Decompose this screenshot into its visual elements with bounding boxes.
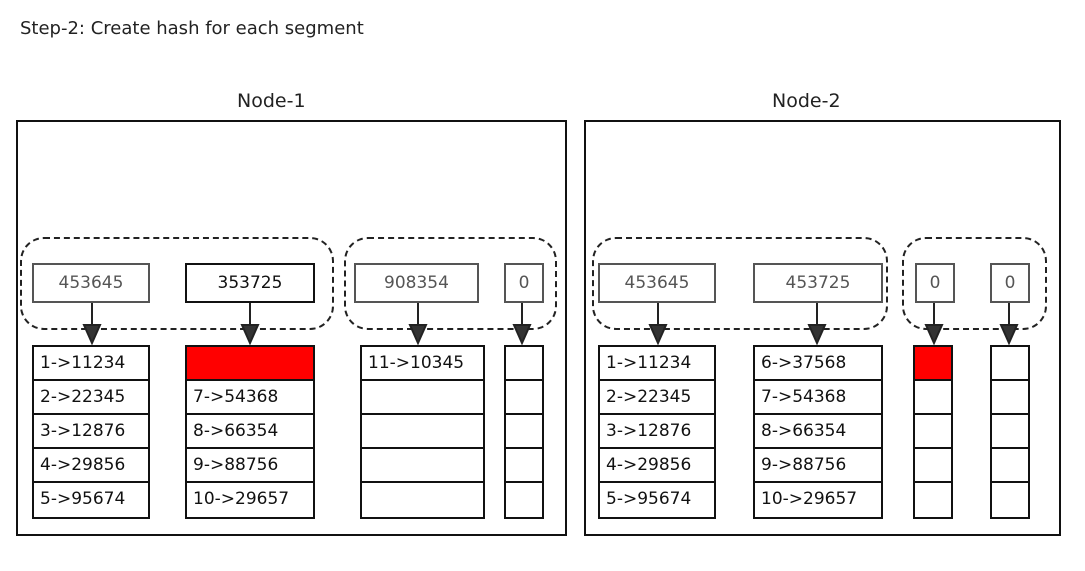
segment-cell: 8->66354 [755, 415, 881, 449]
arrow-head [648, 324, 668, 346]
segment-cell [915, 415, 951, 449]
segment-cell [992, 449, 1028, 483]
node-2-segment-1: 1->11234 2->22345 3->12876 4->29856 5->9… [598, 345, 716, 519]
node-1-segment-1: 1->11234 2->22345 3->12876 4->29856 5->9… [32, 345, 150, 519]
node-2-hash-4: 0 [990, 263, 1030, 303]
node-2-hash-3: 0 [915, 263, 955, 303]
segment-cell [992, 347, 1028, 381]
arrow-head [82, 324, 102, 346]
segment-cell: 5->95674 [40, 489, 126, 509]
segment-cell: 10->29657 [193, 489, 290, 509]
node-2-segment-4 [990, 345, 1030, 519]
segment-cell [187, 347, 313, 381]
node-1-segment-3: 11->10345 [360, 345, 485, 519]
arrow-head [408, 324, 428, 346]
segment-cell: 4->29856 [600, 449, 714, 483]
segment-cell [362, 381, 483, 415]
segment-cell: 2->22345 [34, 381, 148, 415]
node-1-group-b [344, 237, 557, 330]
node-1-segment-4 [504, 345, 544, 519]
node-2-segment-3 [913, 345, 953, 519]
arrow-head [999, 324, 1019, 346]
arrow-head [924, 324, 944, 346]
arrow-head [512, 324, 532, 346]
segment-cell [362, 449, 483, 483]
node-1-hash-4: 0 [504, 263, 544, 303]
segment-cell: 9->88756 [187, 449, 313, 483]
segment-cell [362, 415, 483, 449]
segment-cell [915, 381, 951, 415]
node-2-label: Node-2 [772, 90, 841, 112]
segment-cell [506, 449, 542, 483]
segment-cell [506, 381, 542, 415]
segment-cell: 1->11234 [600, 347, 714, 381]
node-2-group-a [592, 237, 888, 330]
segment-cell: 7->54368 [187, 381, 313, 415]
segment-cell: 4->29856 [34, 449, 148, 483]
segment-cell: 7->54368 [755, 381, 881, 415]
node-1-hash-3: 908354 [354, 263, 479, 303]
node-2-segment-2: 6->37568 7->54368 8->66354 9->88756 10->… [753, 345, 883, 519]
node-1-group-a [20, 237, 334, 330]
segment-cell [992, 381, 1028, 415]
segment-cell: 9->88756 [755, 449, 881, 483]
node-2-hash-1: 453645 [598, 263, 716, 303]
segment-cell [915, 347, 951, 381]
arrow-head [240, 324, 260, 346]
segment-cell [506, 347, 542, 381]
segment-cell: 1->11234 [34, 347, 148, 381]
segment-cell: 5->95674 [606, 489, 692, 509]
node-1-segment-2: 7->54368 8->66354 9->88756 10->29657 [185, 345, 315, 519]
segment-cell [506, 415, 542, 449]
node-2-group-b [902, 237, 1047, 330]
node-2-hash-2: 453725 [753, 263, 883, 303]
diagram-title: Step-2: Create hash for each segment [20, 18, 364, 39]
segment-cell [915, 449, 951, 483]
segment-cell: 11->10345 [362, 347, 483, 381]
segment-cell: 8->66354 [187, 415, 313, 449]
arrow-head [807, 324, 827, 346]
segment-cell: 3->12876 [34, 415, 148, 449]
segment-cell: 6->37568 [755, 347, 881, 381]
segment-cell [992, 415, 1028, 449]
node-1-label: Node-1 [237, 90, 306, 112]
segment-cell: 10->29657 [761, 489, 858, 509]
node-1-hash-2: 353725 [185, 263, 315, 303]
segment-cell: 3->12876 [600, 415, 714, 449]
node-1-hash-1: 453645 [32, 263, 150, 303]
segment-cell: 2->22345 [600, 381, 714, 415]
